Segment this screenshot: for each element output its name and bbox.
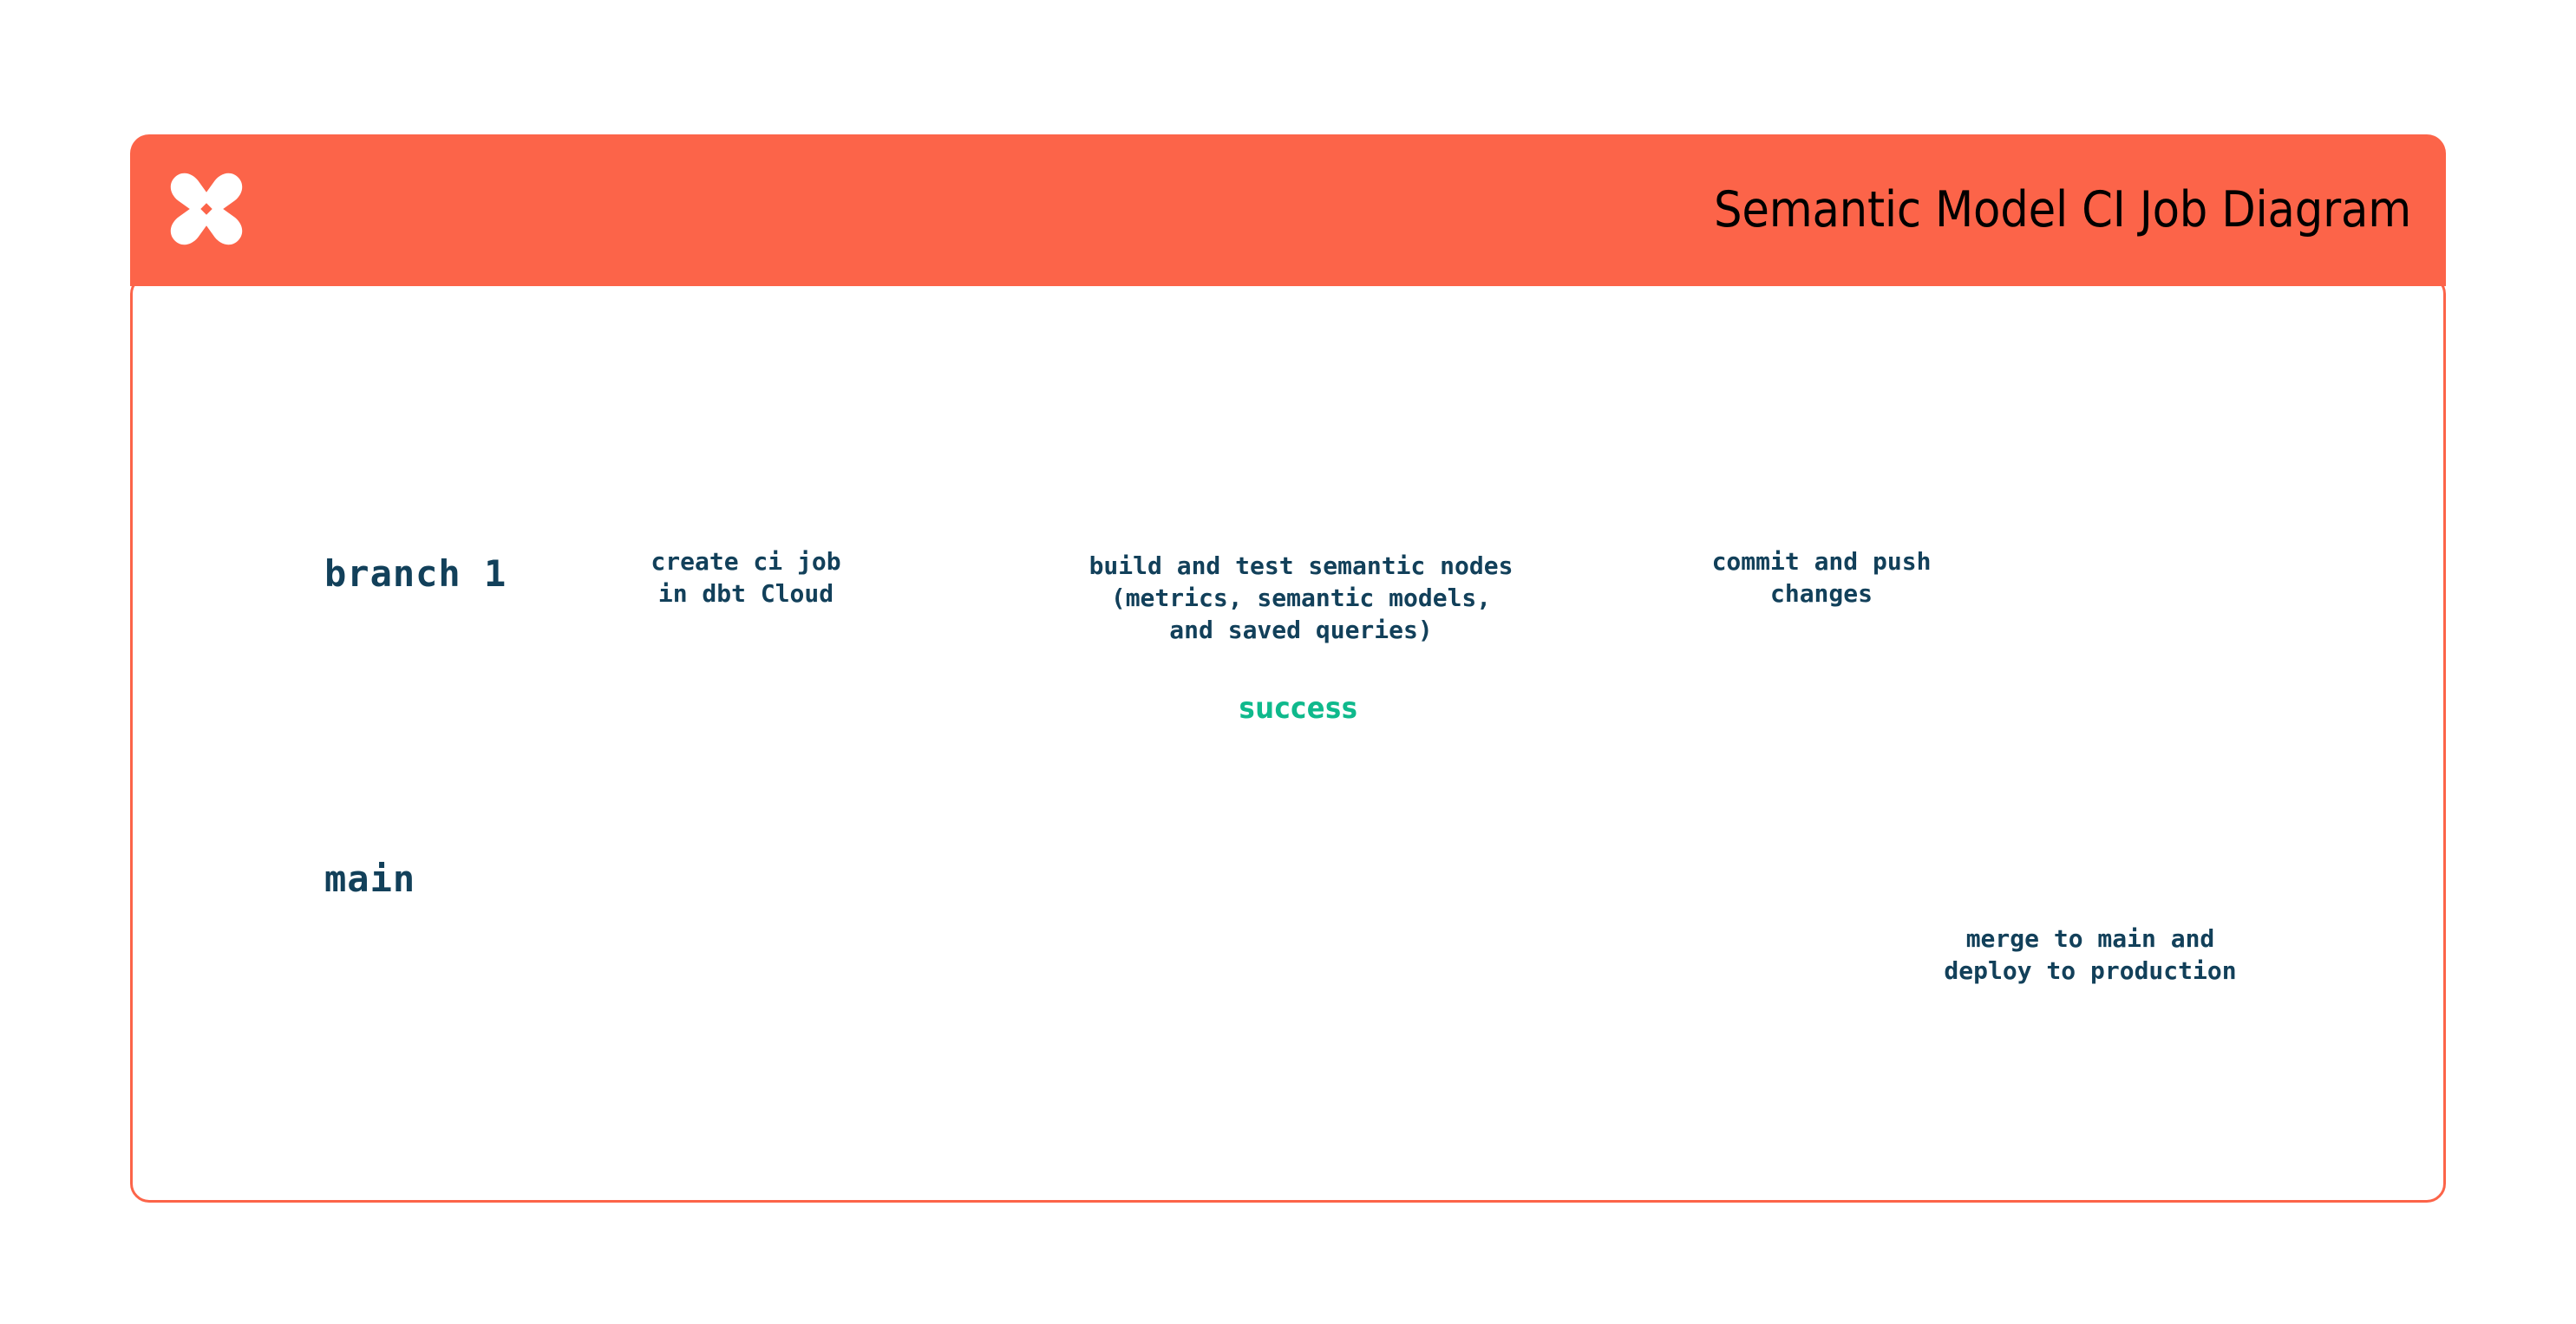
lane-label-main: main: [324, 858, 416, 900]
node-label-commit-and-push: commit and push changes: [1711, 547, 1932, 608]
node-label-create-ci-job: create ci job in dbt Cloud: [651, 547, 841, 608]
node-label-build-and-test: build and test semantic nodes (metrics, …: [1089, 551, 1514, 644]
card-header: Semantic Model CI Job Diagram: [130, 134, 2446, 286]
edge-label-success: success: [1225, 691, 1372, 726]
dbt-logo: [170, 173, 243, 245]
card-body: [130, 275, 2446, 1203]
diagram-card: Semantic Model CI Job Diagram: [130, 134, 2446, 1203]
page-title: Semantic Model CI Job Diagram: [1713, 181, 2411, 238]
node-label-merge-to-main: merge to main and deploy to production: [1944, 924, 2237, 985]
lane-label-branch-1: branch 1: [324, 552, 507, 595]
